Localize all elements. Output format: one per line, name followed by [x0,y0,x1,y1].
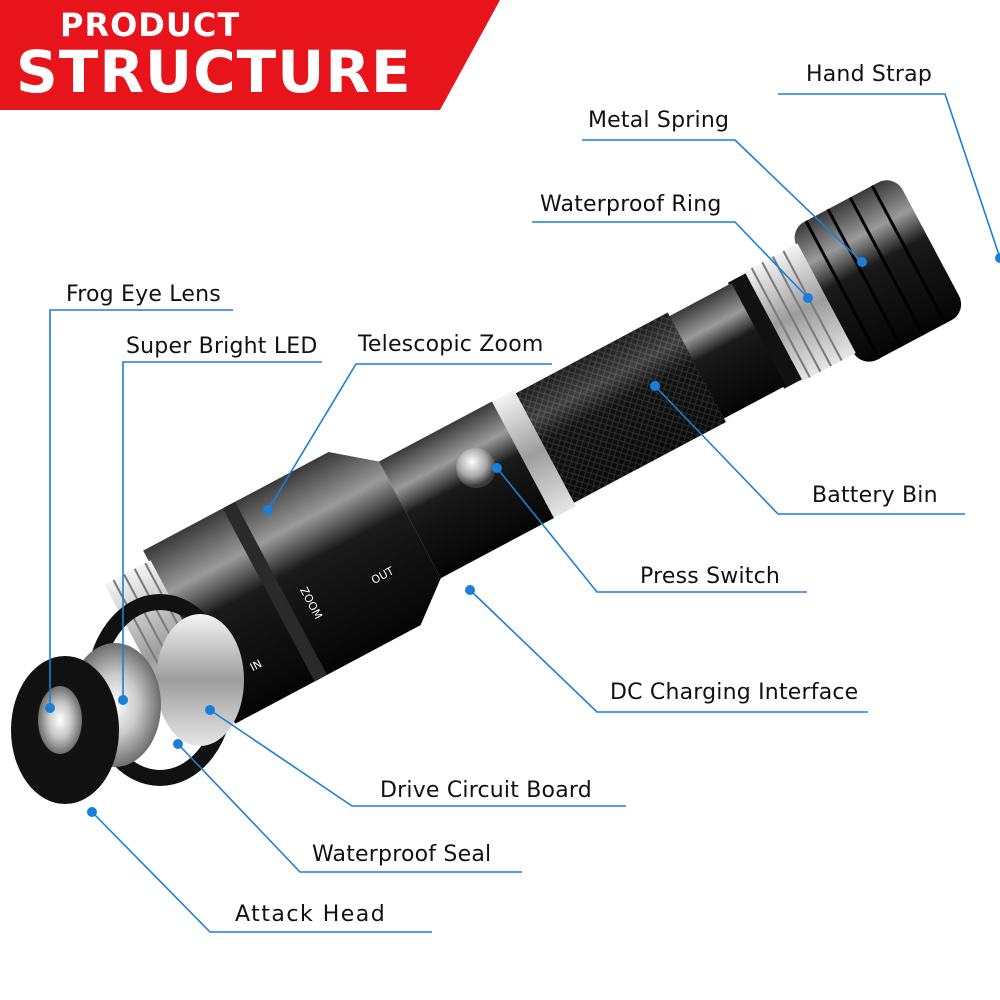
waterproof-ring-part [727,273,802,389]
label-hand-strap: Hand Strap [806,62,933,87]
banner-shape [0,0,500,110]
label-metal-spring: Metal Spring [588,108,730,133]
banner-line1: PRODUCT [60,6,241,44]
switch-section [378,401,554,579]
label-telescopic-zoom: Telescopic Zoom [358,332,544,357]
callout-lines [49,93,1000,933]
silver-ring [489,389,576,520]
tail-cap-ridges [804,184,947,360]
tail-body [665,283,786,421]
label-waterproof-ring: Waterproof Ring [540,192,722,217]
label-drive-circuit-board: Drive Circuit Board [380,778,592,803]
callout-dots [45,253,1000,817]
press-switch-button [456,448,496,488]
frog-eye-lens-part [38,686,82,754]
label-super-bright-led: Super Bright LED [126,334,318,359]
banner-title: STRUCTURE [16,38,412,106]
label-attack-head: Attack Head [235,902,387,927]
marking-in: IN [248,657,264,674]
label-frog-eye-lens: Frog Eye Lens [66,282,221,307]
label-waterproof-seal: Waterproof Seal [312,842,492,867]
label-press-switch: Press Switch [640,564,781,589]
label-battery-bin: Battery Bin [812,483,938,508]
label-dc-charging-interface: DC Charging Interface [610,680,859,705]
drive-circuit-ring [156,614,244,746]
